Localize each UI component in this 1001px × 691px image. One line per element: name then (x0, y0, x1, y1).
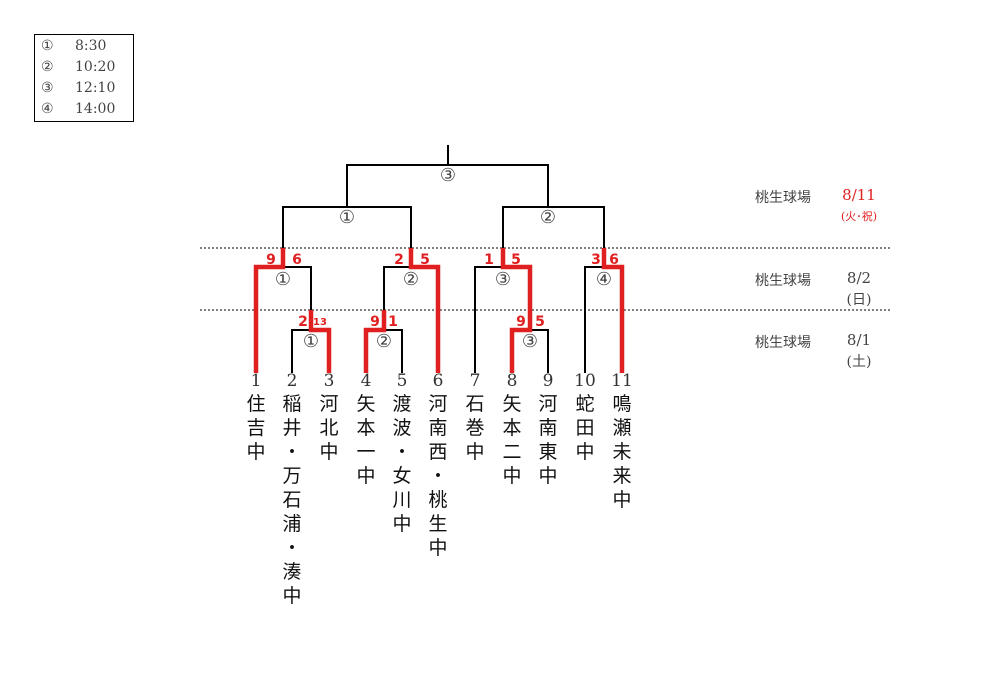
round1-match-2 (363, 310, 403, 373)
round1-mark-1: ① (303, 331, 319, 352)
team-name: 河 北 中 (319, 393, 339, 463)
round2-mark-3: ③ (495, 269, 511, 290)
round1-match-3 (509, 310, 549, 373)
round2-score-2-left: 2 (394, 252, 404, 268)
round1-score-3-right: 5 (535, 314, 545, 330)
team-name: 石 巻 中 (465, 393, 485, 463)
venue-label-final: 桃生球場 (755, 190, 811, 206)
match-time-legend: ① 8:30 ② 10:20 ③ 12:10 ④ 14:00 (34, 34, 134, 122)
day-day1: (土) (846, 354, 872, 370)
date-day2: 8/2 (846, 269, 872, 287)
legend-mark: ④ (41, 101, 54, 117)
team-number: 10 (574, 371, 596, 391)
legend-row: ③ 12:10 (41, 78, 133, 99)
round2-match-3 (474, 248, 533, 373)
round1-mark-3: ③ (522, 331, 538, 352)
team-number: 2 (286, 371, 298, 391)
round2-score-4-right: 6 (609, 252, 619, 268)
team-name: 渡 波 ・ 女 川 中 (392, 393, 412, 535)
team-number: 9 (542, 371, 554, 391)
team-name: 稲 井 ・ 万 石 浦 ・ 湊 中 (282, 393, 302, 607)
team-number: 5 (396, 371, 408, 391)
round1-score-3-left: 9 (516, 314, 526, 330)
final-match-mark: ③ (440, 165, 456, 186)
round2-score-2-right: 5 (420, 252, 430, 268)
round1-match-1 (291, 310, 332, 373)
round2-match-4 (584, 248, 625, 373)
legend-row: ① 8:30 (41, 36, 133, 57)
round2-score-4-left: 3 (591, 252, 601, 268)
team-name: 矢 本 一 中 (356, 393, 376, 487)
date-final: 8/11 (842, 186, 876, 204)
legend-mark: ① (41, 38, 54, 54)
team-number: 4 (360, 371, 372, 391)
final-match (346, 145, 549, 207)
team-number: 11 (611, 371, 633, 391)
team-number: 3 (323, 371, 335, 391)
team-number: 8 (506, 371, 518, 391)
round1-score-1-right: 13 (313, 317, 327, 328)
round2-score-3-right: 5 (511, 252, 521, 268)
legend-time: 10:20 (75, 59, 116, 75)
team-name: 住 吉 中 (246, 393, 266, 463)
team-name: 矢 本 二 中 (502, 393, 522, 487)
day-day2: (日) (846, 292, 872, 308)
round1-score-1-left: 2 (298, 314, 308, 330)
legend-time: 8:30 (75, 38, 107, 54)
team-number: 6 (432, 371, 444, 391)
venue-label-day2: 桃生球場 (755, 273, 811, 289)
legend-time: 12:10 (75, 80, 116, 96)
team-name: 鳴 瀬 未 来 中 (612, 393, 632, 511)
round1-score-2-right: 1 (388, 314, 398, 330)
legend-mark: ② (41, 59, 54, 75)
round2-match-2 (383, 248, 441, 373)
round2-score-3-left: 1 (484, 252, 494, 268)
round2-score-1-right: 6 (292, 252, 302, 268)
team-number: 7 (469, 371, 481, 391)
team-name: 蛇 田 中 (575, 393, 595, 463)
legend-row: ④ 14:00 (41, 99, 133, 120)
legend-row: ② 10:20 (41, 57, 133, 78)
semifinal-mark-1: ① (339, 207, 355, 228)
team-name: 河 南 東 中 (538, 393, 558, 487)
semifinal-2 (502, 206, 605, 248)
legend-time: 14:00 (75, 101, 116, 117)
venue-label-day1: 桃生球場 (755, 335, 811, 351)
semifinal-mark-2: ② (540, 207, 556, 228)
legend-mark: ③ (41, 80, 54, 96)
round2-score-1-left: 9 (266, 252, 276, 268)
team-name: 河 南 西 ・ 桃 生 中 (428, 393, 448, 559)
day-final: (火･祝) (840, 210, 878, 223)
round2-mark-4: ④ (596, 269, 612, 290)
round2-mark-2: ② (403, 269, 419, 290)
round1-score-2-left: 9 (370, 314, 380, 330)
team-number: 1 (250, 371, 262, 391)
semifinal-1 (282, 206, 412, 248)
round1-mark-2: ② (376, 331, 392, 352)
round2-mark-1: ① (275, 269, 291, 290)
round2-match-1 (253, 248, 312, 373)
date-day1: 8/1 (846, 331, 872, 349)
